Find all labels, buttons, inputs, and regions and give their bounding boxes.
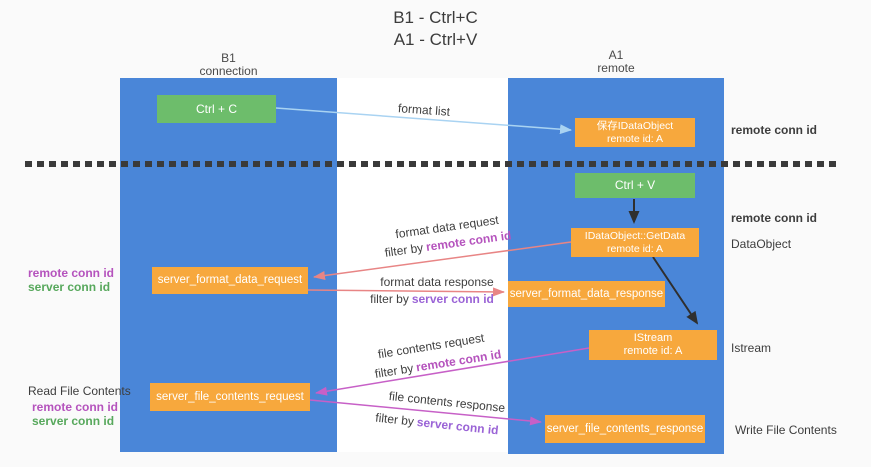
left-label-conn-ids-top: remote conn id server conn id [28,266,114,294]
server-conn-id-text: server conn id [411,292,494,306]
node-sfdreq-label: server_format_data_request [157,274,303,286]
node-ctrl-v-label: Ctrl + V [614,178,656,192]
node-server-format-data-request: server_format_data_request [152,267,308,294]
node-getdata-line2: remote id: A [606,242,664,255]
node-istream-line1: IStream [633,332,673,344]
diagram-title: B1 - Ctrl+C A1 - Ctrl+V [0,7,871,51]
node-ctrl-v: Ctrl + V [575,173,695,198]
title-line-2: A1 - Ctrl+V [393,30,478,49]
node-server-format-data-response: server_format_data_response [508,281,665,307]
node-save-idataobject: 保存IDataObject remote id: A [575,118,695,147]
node-istream-line2: remote id: A [623,345,683,357]
dataobject-label: DataObject [731,237,792,251]
node-ctrl-c: Ctrl + C [157,95,276,123]
annotation-format-data-response: format data response [380,275,494,289]
node-getdata-line1: IDataObject::GetData [584,229,686,242]
lane-b1-role: connection [199,64,258,78]
write-file-contents-label: Write File Contents [735,423,837,437]
node-server-file-contents-response: server_file_contents_response [545,415,705,443]
left-server-conn-id-bottom: server conn id [32,414,115,428]
filter-by-text: filter by [370,292,409,306]
title-line-1: B1 - Ctrl+C [393,8,478,27]
node-sfcresp-label: server_file_contents_response [546,422,704,435]
node-server-file-contents-request: server_file_contents_request [150,383,310,411]
node-sfdresp-label: server_format_data_response [509,287,664,300]
right-remote-conn-id-top: remote conn id [731,123,818,137]
left-label-conn-ids-bottom: remote conn id server conn id [32,400,118,428]
lane-b1-name: B1 [221,51,236,65]
lane-a1-name: A1 [608,48,624,62]
istream-label: Istream [731,341,772,355]
lane-a1-role: remote [597,61,635,75]
left-remote-conn-id-bottom: remote conn id [32,400,119,414]
node-idataobject-getdata: IDataObject::GetData remote id: A [571,228,699,257]
read-file-contents-label: Read File Contents [28,384,131,398]
left-remote-conn-id-top: remote conn id [28,266,115,280]
lane-header-b1: B1 connection [120,52,337,78]
node-save-idataobject-line2: remote id: A [606,132,664,145]
node-sfcreq-label: server_file_contents_request [156,390,304,403]
left-server-conn-id-top: server conn id [28,280,111,294]
node-save-idataobject-line1: 保存IDataObject [596,119,674,132]
lane-header-a1: A1 remote [508,49,724,75]
node-ctrl-c-label: Ctrl + C [195,101,237,116]
right-remote-conn-id-mid: remote conn id [731,211,818,225]
node-istream: IStream remote id: A [589,330,717,360]
